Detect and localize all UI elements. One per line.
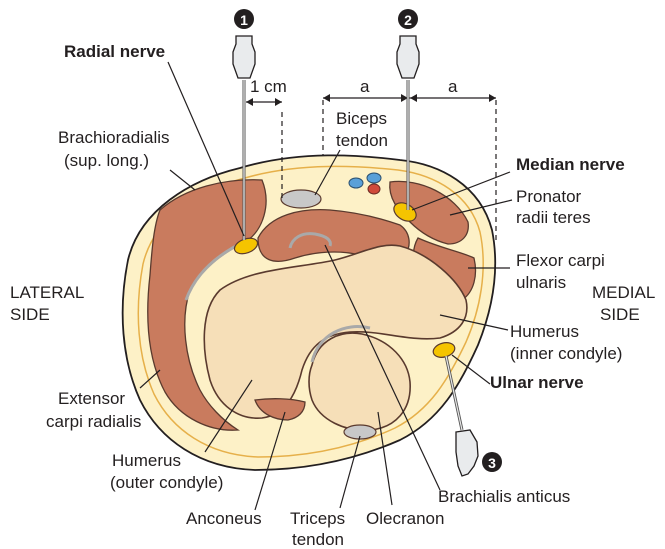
extensor-label-1: Extensor: [58, 389, 125, 408]
humerus-outer-label-2: (outer condyle): [110, 473, 223, 492]
needle-1-number: 1: [240, 12, 248, 28]
needle-3-hub: [456, 430, 478, 476]
needle-2-hub: [397, 36, 419, 78]
lateral-side-label-1: LATERAL: [10, 283, 84, 302]
triceps-tendon-label-1: Triceps: [290, 509, 345, 528]
flexor-label-2: ulnaris: [516, 273, 566, 292]
lateral-side-label-2: SIDE: [10, 305, 50, 324]
needle-1-hub: [233, 36, 255, 78]
ulnar-nerve-label: Ulnar nerve: [490, 373, 584, 392]
humerus-outer-label-1: Humerus: [112, 451, 181, 470]
humerus-inner-label-1: Humerus: [510, 322, 579, 341]
vessel-vein-1: [367, 173, 381, 183]
a-left-label: a: [360, 77, 370, 96]
brachioradialis-label-2: (sup. long.): [64, 151, 149, 170]
biceps-tendon: [281, 190, 321, 208]
pronator-label-1: Pronator: [516, 187, 582, 206]
cross-section: [123, 155, 496, 470]
needle-2-number: 2: [404, 12, 412, 28]
a-right-label: a: [448, 77, 458, 96]
olecranon-label: Olecranon: [366, 509, 444, 528]
needle-3-number: 3: [488, 455, 496, 471]
flexor-label-1: Flexor carpi: [516, 251, 605, 270]
median-nerve-label: Median nerve: [516, 155, 625, 174]
extensor-label-2: carpi radialis: [46, 412, 141, 431]
pronator-label-2: radii teres: [516, 208, 591, 227]
vessel-artery-1: [349, 178, 363, 188]
humerus-inner-label-2: (inner condyle): [510, 344, 622, 363]
one-cm-label: 1 cm: [250, 77, 287, 96]
brachioradialis-label-1: Brachioradialis: [58, 128, 170, 147]
radial-nerve-label: Radial nerve: [64, 42, 165, 61]
medial-side-label-1: MEDIAL: [592, 283, 655, 302]
triceps-tendon-label-2: tendon: [292, 530, 344, 549]
brachialis-label: Brachialis anticus: [438, 487, 570, 506]
medial-side-label-2: SIDE: [600, 305, 640, 324]
vessel-artery-2: [368, 184, 380, 194]
anconeus-label: Anconeus: [186, 509, 262, 528]
biceps-tendon-label-1: Biceps: [336, 109, 387, 128]
biceps-tendon-label-2: tendon: [336, 131, 388, 150]
